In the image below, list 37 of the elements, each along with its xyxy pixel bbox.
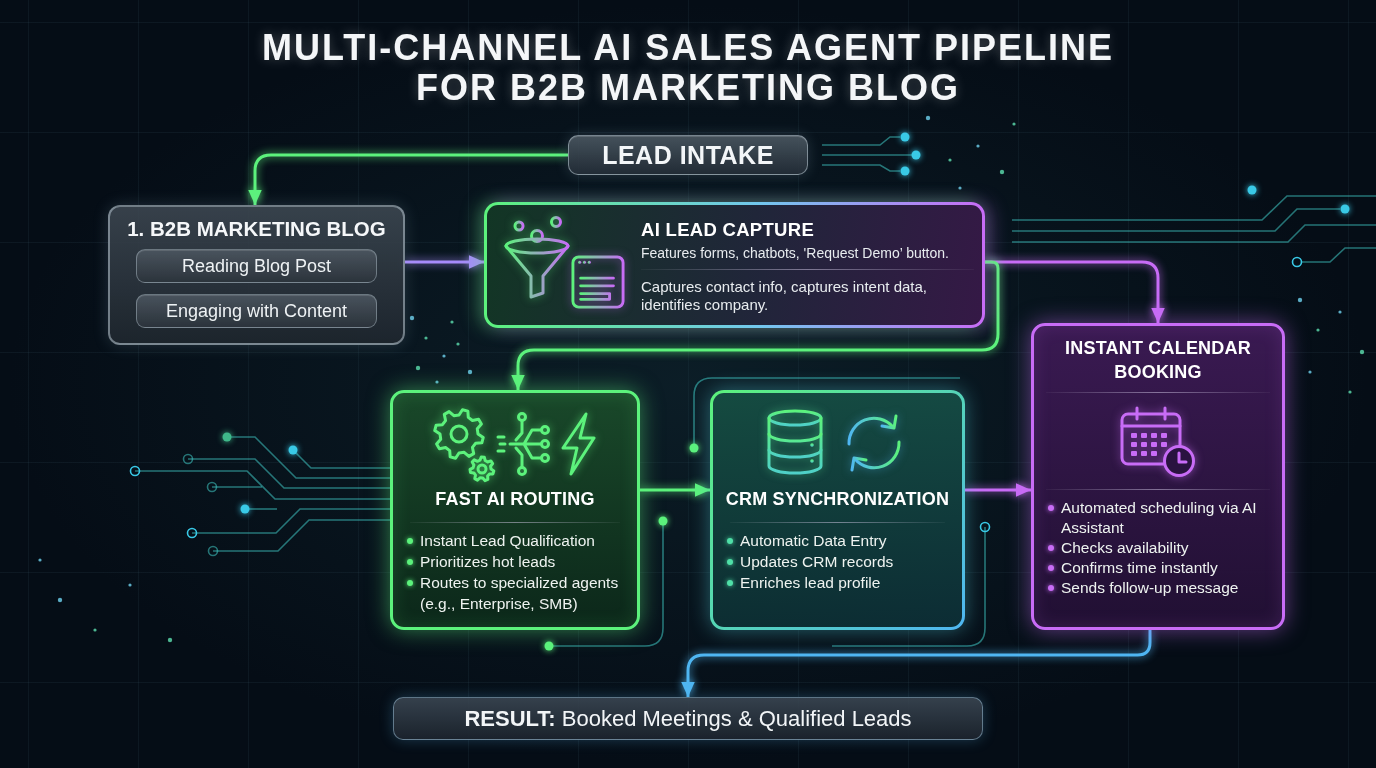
- arrow: [681, 630, 1152, 697]
- bullet-point: Automated scheduling via AI Assistant: [1048, 498, 1282, 538]
- arrow: [248, 153, 568, 205]
- result-banner: [393, 697, 983, 740]
- process-card: [390, 390, 640, 630]
- bullet-point: Instant Lead Qualification: [407, 530, 599, 551]
- step-box: [136, 249, 377, 283]
- process-card: [1031, 323, 1285, 630]
- bullet-point: Prioritizes hot leads: [407, 551, 560, 572]
- stage-box: [568, 135, 808, 175]
- step-label: Reading Blog Post: [181, 255, 332, 277]
- arrow: [965, 483, 1031, 497]
- bullet-point: Automatic Data Entry: [727, 530, 891, 551]
- process-card: [484, 202, 985, 328]
- card-title: AI LEAD CAPTURE: [641, 219, 815, 241]
- panel-title: 1. B2B MARKETING BLOG: [127, 216, 386, 241]
- step-box: [136, 294, 377, 328]
- card-title: INSTANT CALENDAR BOOKING: [1064, 337, 1252, 384]
- bullet-point: Updates CRM records: [727, 551, 898, 572]
- card-title: FAST AI ROUTING: [435, 488, 595, 511]
- bullet-point: Sends follow-up message: [1048, 578, 1243, 598]
- bullet-point: Routes to specialized agents (e.g., Enterprise, SMB): [407, 572, 637, 614]
- bullet-point: Confirms time instantly: [1048, 558, 1222, 578]
- group-panel: [108, 205, 405, 345]
- bullet-point: Checks availability: [1048, 538, 1193, 558]
- result-text: RESULT: Booked Meetings & Qualified Leads: [464, 704, 912, 733]
- arrow: [511, 260, 1000, 390]
- arrow: [640, 483, 710, 497]
- arrow: [405, 255, 484, 269]
- process-card: [710, 390, 965, 630]
- diagram-title: MULTI-CHANNEL AI SALES AGENT PIPELINE FOR B2B MARKETING BLOG: [261, 28, 1115, 108]
- card-text: Features forms, chatbots, 'Request Demo’ button.: [641, 244, 949, 262]
- step-label: Engaging with Content: [165, 300, 348, 322]
- card-text: Captures contact info, captures intent data, identifies company.: [641, 278, 928, 314]
- stage-title: LEAD INTAKE: [602, 140, 774, 170]
- bullet-point: Enriches lead profile: [727, 572, 885, 593]
- card-title: CRM SYNCHRONIZATION: [725, 488, 950, 511]
